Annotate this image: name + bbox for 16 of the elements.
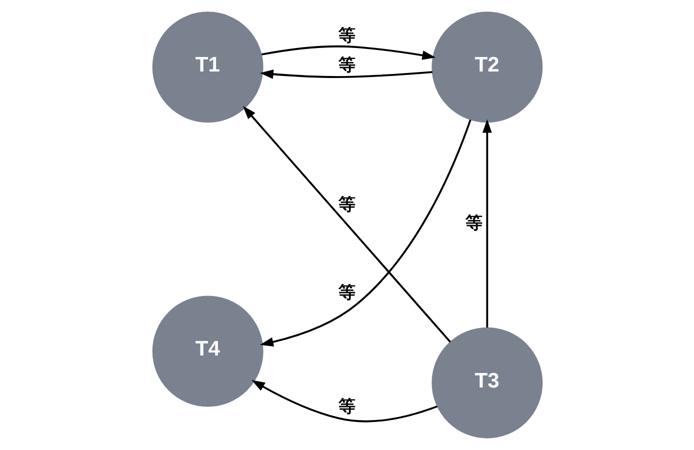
arrow (259, 70, 432, 79)
edge-label: 等 (338, 26, 355, 46)
arrow (482, 119, 492, 328)
edge-label: 等 (338, 396, 355, 417)
edge-label: 等 (338, 55, 355, 76)
node-circle: T4 (152, 296, 263, 407)
arrow (242, 106, 450, 343)
node-circle: T2 (431, 12, 542, 123)
edge-label: 等 (465, 213, 482, 234)
node-circle: T1 (152, 12, 263, 123)
arrow (260, 45, 436, 60)
edge-label: 等 (338, 195, 355, 216)
edge-label: 等 (338, 283, 355, 304)
node-circle: T3 (431, 327, 542, 438)
arrow (251, 380, 438, 422)
arrow (259, 120, 471, 347)
